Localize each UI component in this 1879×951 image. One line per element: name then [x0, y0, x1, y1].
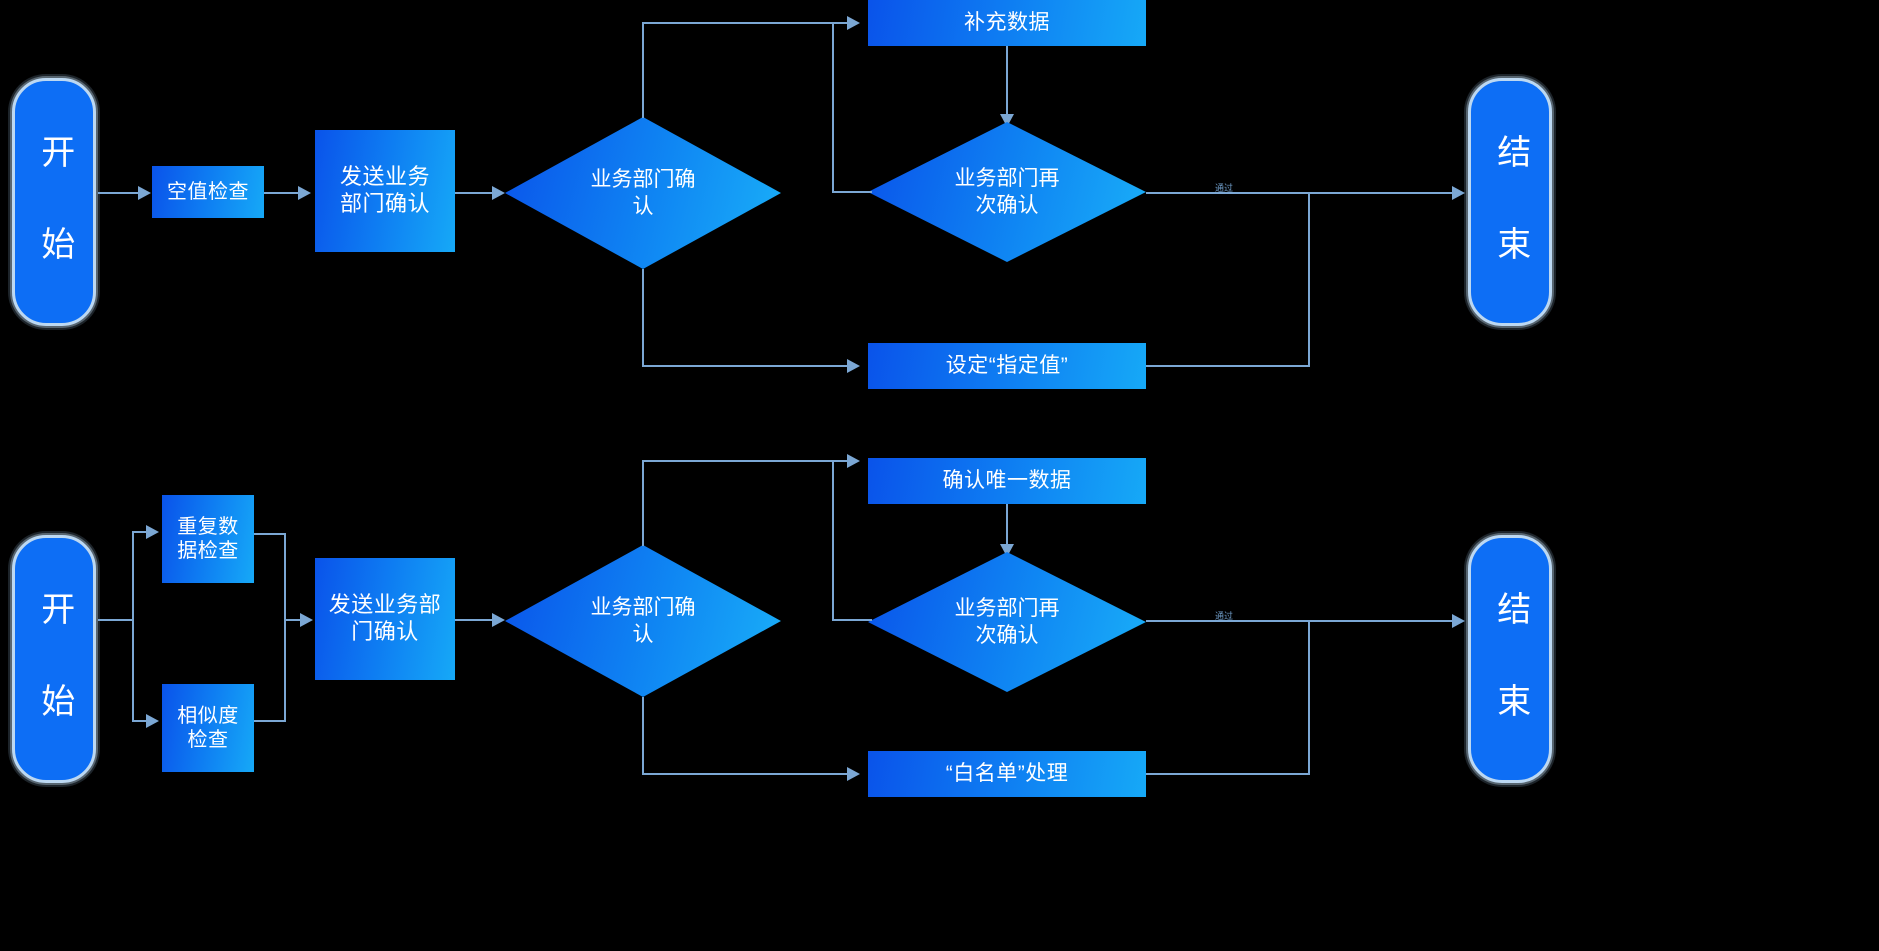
connector-decision-1-to-whitelist: [642, 773, 850, 775]
diamond-shape-icon: [505, 117, 781, 269]
connector-decision-1-to-confirm-unique: [642, 460, 850, 462]
connector-reconfirm-left-rail: [832, 22, 834, 192]
connector-split-to-similarity-check: [132, 720, 156, 722]
connector-merge-rail-bottom: [284, 533, 286, 722]
node-start-top[interactable]: 开 始: [12, 78, 96, 326]
arrowhead-icon-confirm-unique-to-decision-2: [1000, 544, 1014, 557]
arrowhead-icon-start-to-null-check: [138, 186, 151, 200]
node-end-top[interactable]: 结 束: [1468, 78, 1552, 326]
arrowhead-icon-decision-1-to-set-value: [847, 359, 860, 373]
node-start-bottom[interactable]: 开 始: [12, 535, 96, 783]
connector-confirm-unique-to-decision-2: [1006, 504, 1008, 548]
node-supplement-data[interactable]: 补充数据: [868, 0, 1146, 46]
connector-decision-1-to-supplement: [642, 22, 850, 24]
connector-reconfirm-bottom-left-rail: [832, 460, 834, 620]
arrowhead-icon-split-to-similarity-check: [146, 714, 159, 728]
edge-label-pass-top: 通过: [1215, 183, 1234, 193]
node-decision-business-reconfirm-top[interactable]: 业务部门再 次确认: [868, 122, 1146, 262]
connector-merge-to-send-confirm: [284, 619, 306, 621]
arrowhead-icon-decision-1-to-supplement: [847, 16, 860, 30]
connector-start-to-null-check: [98, 192, 140, 194]
connector-decision-1-down: [642, 269, 644, 367]
connector-send-confirm-to-decision-1: [455, 192, 495, 194]
arrowhead-icon-null-check-to-send-confirm: [298, 186, 311, 200]
arrowhead-icon-send-confirm-bottom-to-decision-1: [492, 613, 505, 627]
connector-start-bottom-to-split: [98, 619, 134, 621]
connector-reconfirm-left-entry: [832, 191, 872, 193]
node-send-confirm-top[interactable]: 发送业务 部门确认: [315, 130, 455, 252]
connector-decision-2-to-end: [1146, 192, 1456, 194]
connector-split-to-duplicate-check: [132, 531, 156, 533]
arrowhead-icon-supplement-to-decision-2: [1000, 114, 1014, 127]
node-decision-business-confirm-bottom[interactable]: 业务部门确 认: [505, 545, 781, 697]
connector-decision-1-up: [642, 22, 644, 118]
arrowhead-icon-decision-2-to-end-bottom: [1452, 614, 1465, 628]
connector-decision-2-to-end-bottom: [1146, 620, 1456, 622]
node-confirm-unique-data[interactable]: 确认唯一数据: [868, 458, 1146, 504]
edge-label-pass-bottom: 通过: [1215, 611, 1234, 621]
arrowhead-icon-decision-1-to-confirm-unique: [847, 454, 860, 468]
connector-duplicate-check-to-merge: [254, 533, 286, 535]
connector-set-value-to-rail: [1146, 365, 1310, 367]
node-whitelist-handling[interactable]: “白名单”处理: [868, 751, 1146, 797]
connector-send-confirm-bottom-to-decision-1: [455, 619, 495, 621]
diamond-shape-icon: [868, 122, 1146, 262]
arrowhead-icon-merge-to-send-confirm: [300, 613, 313, 627]
node-decision-business-reconfirm-bottom[interactable]: 业务部门再 次确认: [868, 552, 1146, 692]
connector-whitelist-to-rail: [1146, 773, 1310, 775]
connector-decision-1-bottom-down: [642, 697, 644, 775]
connector-similarity-check-to-merge: [254, 720, 286, 722]
node-null-check[interactable]: 空值检查: [152, 166, 264, 218]
arrowhead-icon-decision-2-to-end: [1452, 186, 1465, 200]
arrowhead-icon-decision-1-to-whitelist: [847, 767, 860, 781]
connector-supplement-to-decision-2: [1006, 46, 1008, 118]
connector-whitelist-rail-up: [1308, 620, 1310, 775]
node-similarity-check[interactable]: 相似度 检查: [162, 684, 254, 772]
connector-set-value-rail-up: [1308, 192, 1310, 367]
connector-decision-1-to-set-value: [642, 365, 850, 367]
connector-null-check-to-send-confirm: [264, 192, 300, 194]
node-set-specified-value[interactable]: 设定“指定值”: [868, 343, 1146, 389]
connector-decision-1-bottom-up: [642, 460, 644, 546]
diamond-shape-icon: [868, 552, 1146, 692]
arrowhead-icon-split-to-duplicate-check: [146, 525, 159, 539]
diamond-shape-icon: [505, 545, 781, 697]
node-duplicate-data-check[interactable]: 重复数 据检查: [162, 495, 254, 583]
connector-reconfirm-bottom-left-entry: [832, 619, 872, 621]
arrowhead-icon-send-confirm-to-decision-1: [492, 186, 505, 200]
node-send-confirm-bottom[interactable]: 发送业务部 门确认: [315, 558, 455, 680]
node-end-bottom[interactable]: 结 束: [1468, 535, 1552, 783]
connector-split-rail-bottom: [132, 531, 134, 721]
node-decision-business-confirm-top[interactable]: 业务部门确 认: [505, 117, 781, 269]
